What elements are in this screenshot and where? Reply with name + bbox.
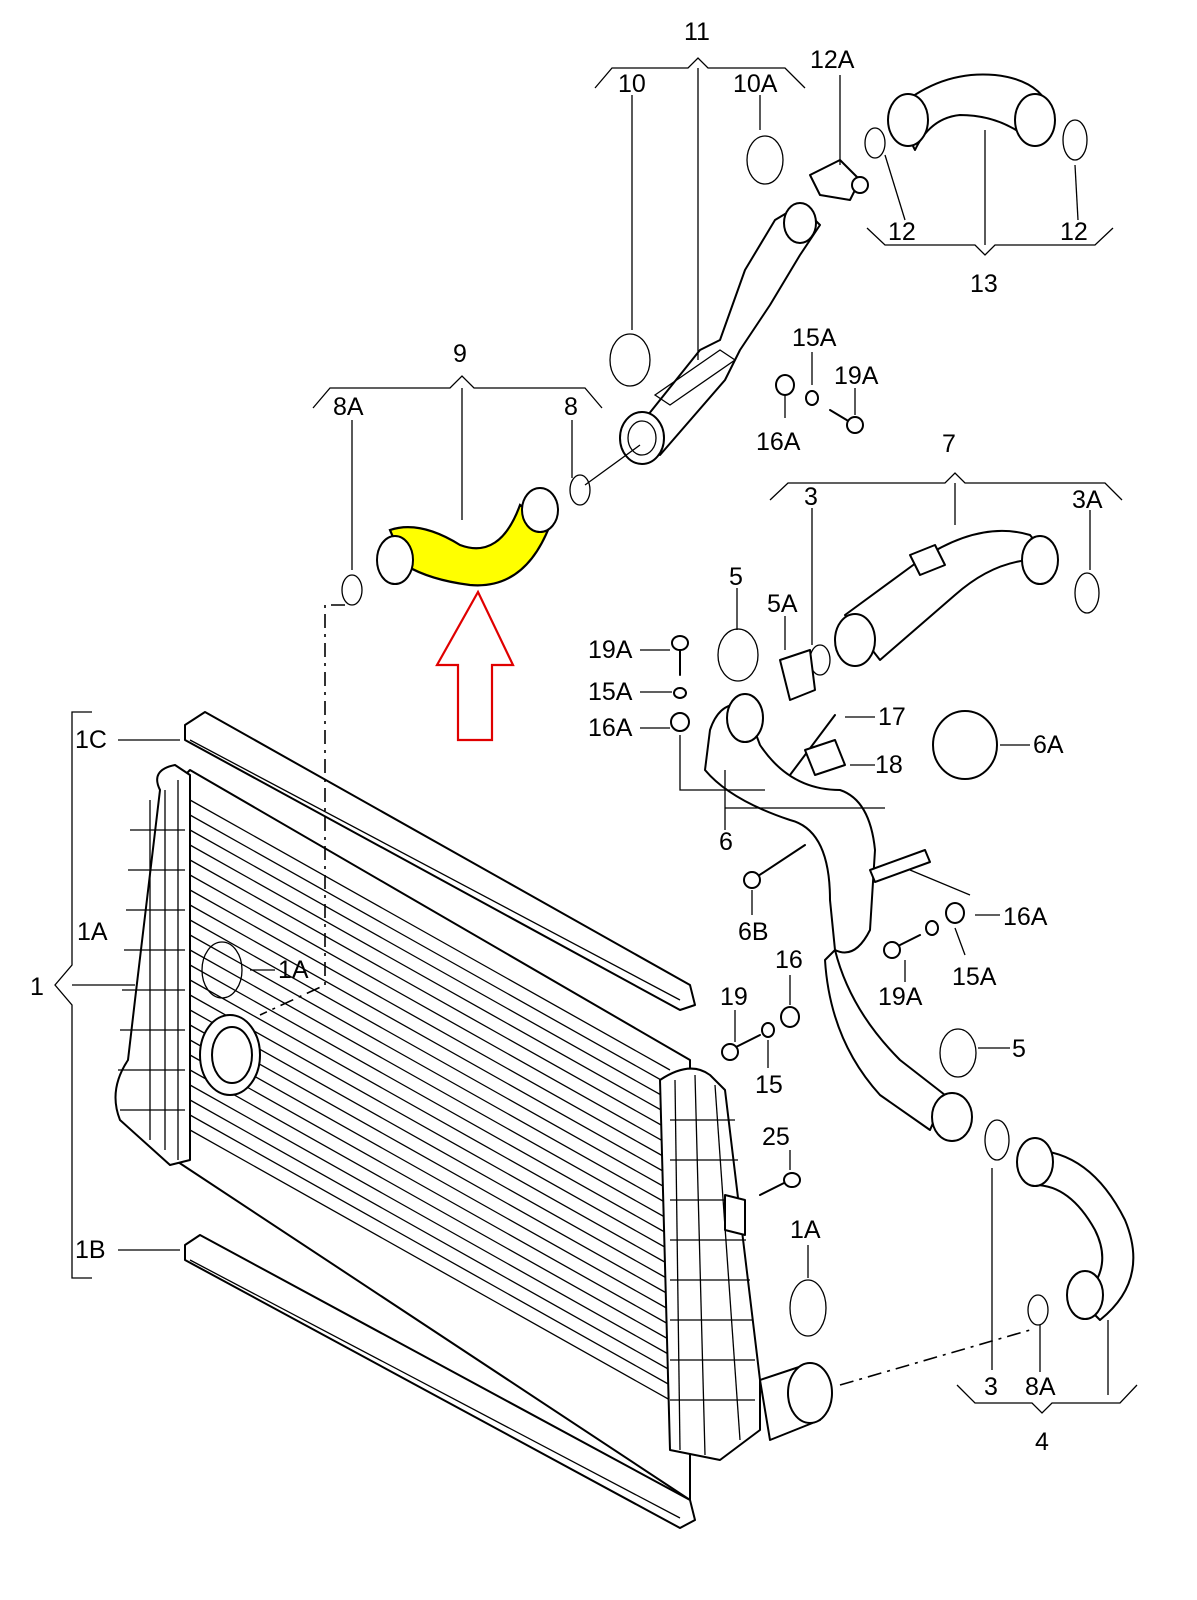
leader-lines [54,57,1138,1414]
label-18: 18 [875,751,903,779]
label-1c: 1C [75,726,107,754]
label-15a-right: 15A [952,963,997,991]
label-19a-right: 19A [878,983,923,1011]
small-parts [201,374,998,1337]
label-5-low: 5 [1012,1035,1026,1063]
label-7: 7 [942,430,956,458]
label-3-top: 3 [804,483,818,511]
label-16a-right: 16A [1003,903,1048,931]
charge-pipe-11 [609,135,869,465]
label-16a-mid: 16A [588,714,633,742]
label-19a-mid: 19A [588,636,633,664]
label-19: 19 [720,983,748,1011]
label-1a-left: 1A [77,918,108,946]
label-6b: 6B [738,918,769,946]
label-9: 9 [453,340,467,368]
label-12-right: 12 [1060,218,1088,246]
label-8-top: 8 [564,393,578,421]
label-1: 1 [30,973,44,1001]
label-6a: 6A [1033,731,1064,759]
label-17: 17 [878,703,906,731]
label-8a-top: 8A [333,393,364,421]
part-labels: 11 10 10A 12A 12 12 13 9 8A 8 15A 19A 16… [30,18,1103,1456]
label-10a: 10A [733,70,778,98]
label-1b: 1B [75,1236,106,1264]
hose-13 [864,73,1088,161]
label-12a: 12A [810,46,855,74]
label-5a: 5A [767,590,798,618]
label-19a-top: 19A [834,362,879,390]
pipe-6 [704,628,1010,1161]
label-15a-top: 15A [792,324,837,352]
label-1a-inner: 1A [278,956,309,984]
connection-lines [259,604,1031,1386]
label-16: 16 [775,946,803,974]
label-15: 15 [755,1071,783,1099]
intercooler [114,711,833,1529]
label-6: 6 [719,828,733,856]
label-13: 13 [970,270,998,298]
hose-7 [809,529,1100,676]
label-8a-bottom: 8A [1025,1373,1056,1401]
highlight-arrow [435,589,515,742]
label-12-left: 12 [888,218,916,246]
label-1a-low: 1A [790,1216,821,1244]
label-11: 11 [684,18,710,46]
label-15a-mid: 15A [588,678,633,706]
label-10: 10 [618,70,646,98]
label-16a-top: 16A [756,428,801,456]
label-3-bottom: 3 [984,1373,998,1401]
label-5-top: 5 [729,563,743,591]
hose-9-highlighted [341,444,641,606]
label-4: 4 [1035,1428,1049,1456]
hose-4 [1016,1137,1135,1326]
label-3a: 3A [1072,486,1103,514]
label-25: 25 [762,1123,790,1151]
